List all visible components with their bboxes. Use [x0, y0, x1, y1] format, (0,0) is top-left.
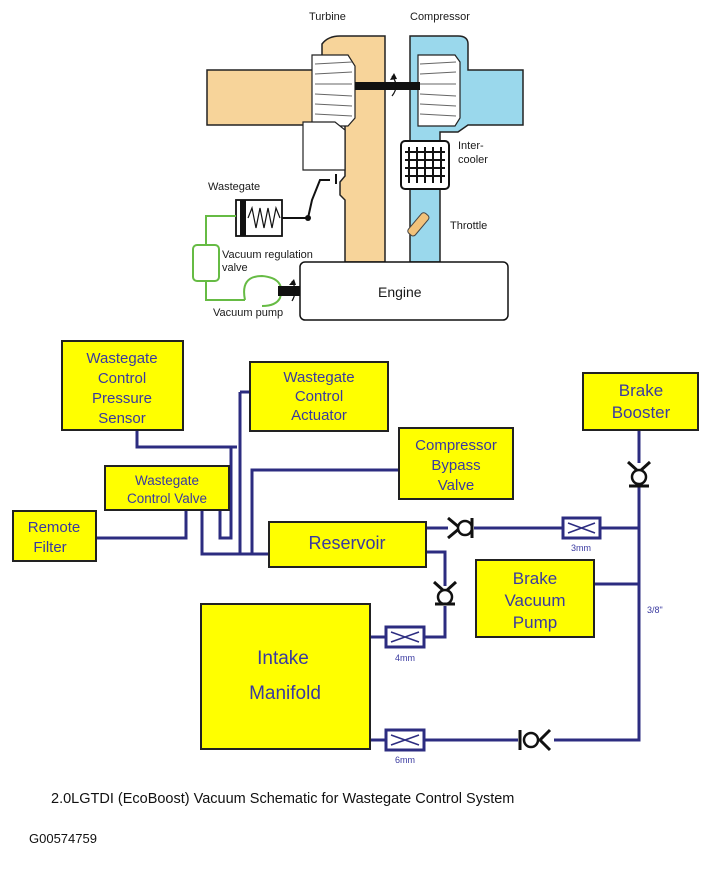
brake-vacuum-pump-label-3: Pump: [513, 613, 557, 632]
throttle-plate: [407, 212, 430, 237]
diagram-caption: 2.0LGTDI (EcoBoost) Vacuum Schematic for…: [51, 791, 515, 807]
pressure-sensor-label-2: Control: [98, 370, 146, 387]
check-valve-upper: [447, 516, 474, 540]
component-labels: Wastegate Control Pressure Sensor Wasteg…: [28, 350, 671, 704]
brake-vacuum-pump-label-2: Vacuum: [504, 591, 565, 610]
check-valve-brake-booster: [626, 460, 652, 488]
actuator-label-2: Control: [295, 388, 343, 405]
turbine-label: Turbine: [309, 11, 346, 23]
intercooler-label-line2: cooler: [458, 154, 488, 166]
check-valve-reservoir: [432, 580, 458, 606]
intake-manifold-label-2: Manifold: [249, 683, 321, 704]
bypass-valve-label-1: Compressor: [415, 437, 497, 454]
brake-booster-box: [582, 372, 699, 431]
vacuum-lines: [205, 215, 245, 301]
control-valve-label-2: Control Valve: [127, 491, 207, 506]
remote-filter-label-1: Remote: [28, 519, 81, 536]
restrictor-3mm-label: 3mm: [571, 543, 591, 553]
restrictor-6mm: [384, 728, 426, 752]
restrictor-6mm-label: 6mm: [395, 755, 415, 765]
vacuum-lines-schematic: [96, 390, 641, 742]
document-id: G00574759: [29, 831, 97, 846]
bypass-valve-label-2: Bypass: [431, 457, 480, 474]
intake-manifold-label-1: Intake: [257, 648, 309, 669]
compressor-bypass-valve-box: [398, 427, 514, 500]
pressure-sensor-label-1: Wastegate: [86, 350, 157, 367]
pressure-sensor-label-3: Pressure: [92, 390, 152, 407]
brake-booster-label-1: Brake: [619, 381, 663, 400]
remote-filter-box: [12, 510, 97, 562]
brake-vacuum-pump-box: [475, 559, 595, 638]
vacuum-regulation-label-line2: valve: [222, 262, 248, 274]
brake-vacuum-pump-label-1: Brake: [513, 569, 557, 588]
schematic-components: [12, 340, 699, 750]
vacuum-pump-label: Vacuum pump: [213, 307, 283, 319]
turbo-illustration: Turbine Compressor Inter- cooler Throttl…: [192, 11, 524, 321]
wastegate-label: Wastegate: [208, 181, 260, 193]
restrictor-4mm-label: 4mm: [395, 653, 415, 663]
reservoir-box: [268, 521, 427, 568]
actuator-label-3: Actuator: [291, 407, 347, 424]
vacuum-regulation-valve: [192, 244, 220, 282]
actuator-label-1: Wastegate: [283, 369, 354, 386]
restrictor-3mm: [561, 516, 602, 540]
engine-label: Engine: [378, 284, 422, 300]
brake-booster-label-2: Booster: [612, 403, 671, 422]
hose-size-label: 3/8": [647, 605, 663, 615]
wastegate-linkage: [307, 174, 337, 219]
wastegate-control-actuator-box: [249, 361, 389, 432]
control-valve-label-1: Wastegate: [135, 473, 199, 488]
compressor-label: Compressor: [410, 11, 470, 23]
bypass-valve-label-3: Valve: [438, 477, 474, 494]
throttle-label: Throttle: [450, 220, 487, 232]
engine-block: [299, 261, 509, 321]
pressure-sensor-label-4: Sensor: [98, 410, 146, 427]
turbo-shaft: [355, 82, 420, 90]
vacuum-regulation-label-line1: Vacuum regulation: [222, 249, 313, 261]
wastegate-control-pressure-sensor-box: [61, 340, 184, 431]
vacuum-pump: [243, 274, 283, 307]
restrictor-4mm: [384, 625, 426, 649]
turbine-housing: [206, 35, 386, 263]
remote-filter-label-2: Filter: [33, 539, 66, 556]
check-valve-intake: [518, 728, 552, 752]
wastegate-bypass-passage: [302, 121, 346, 171]
intercooler-label-line1: Inter-: [458, 140, 484, 152]
wastegate-control-valve-box: [104, 465, 230, 511]
reservoir-label: Reservoir: [308, 533, 385, 553]
intake-manifold-box: [200, 603, 371, 750]
